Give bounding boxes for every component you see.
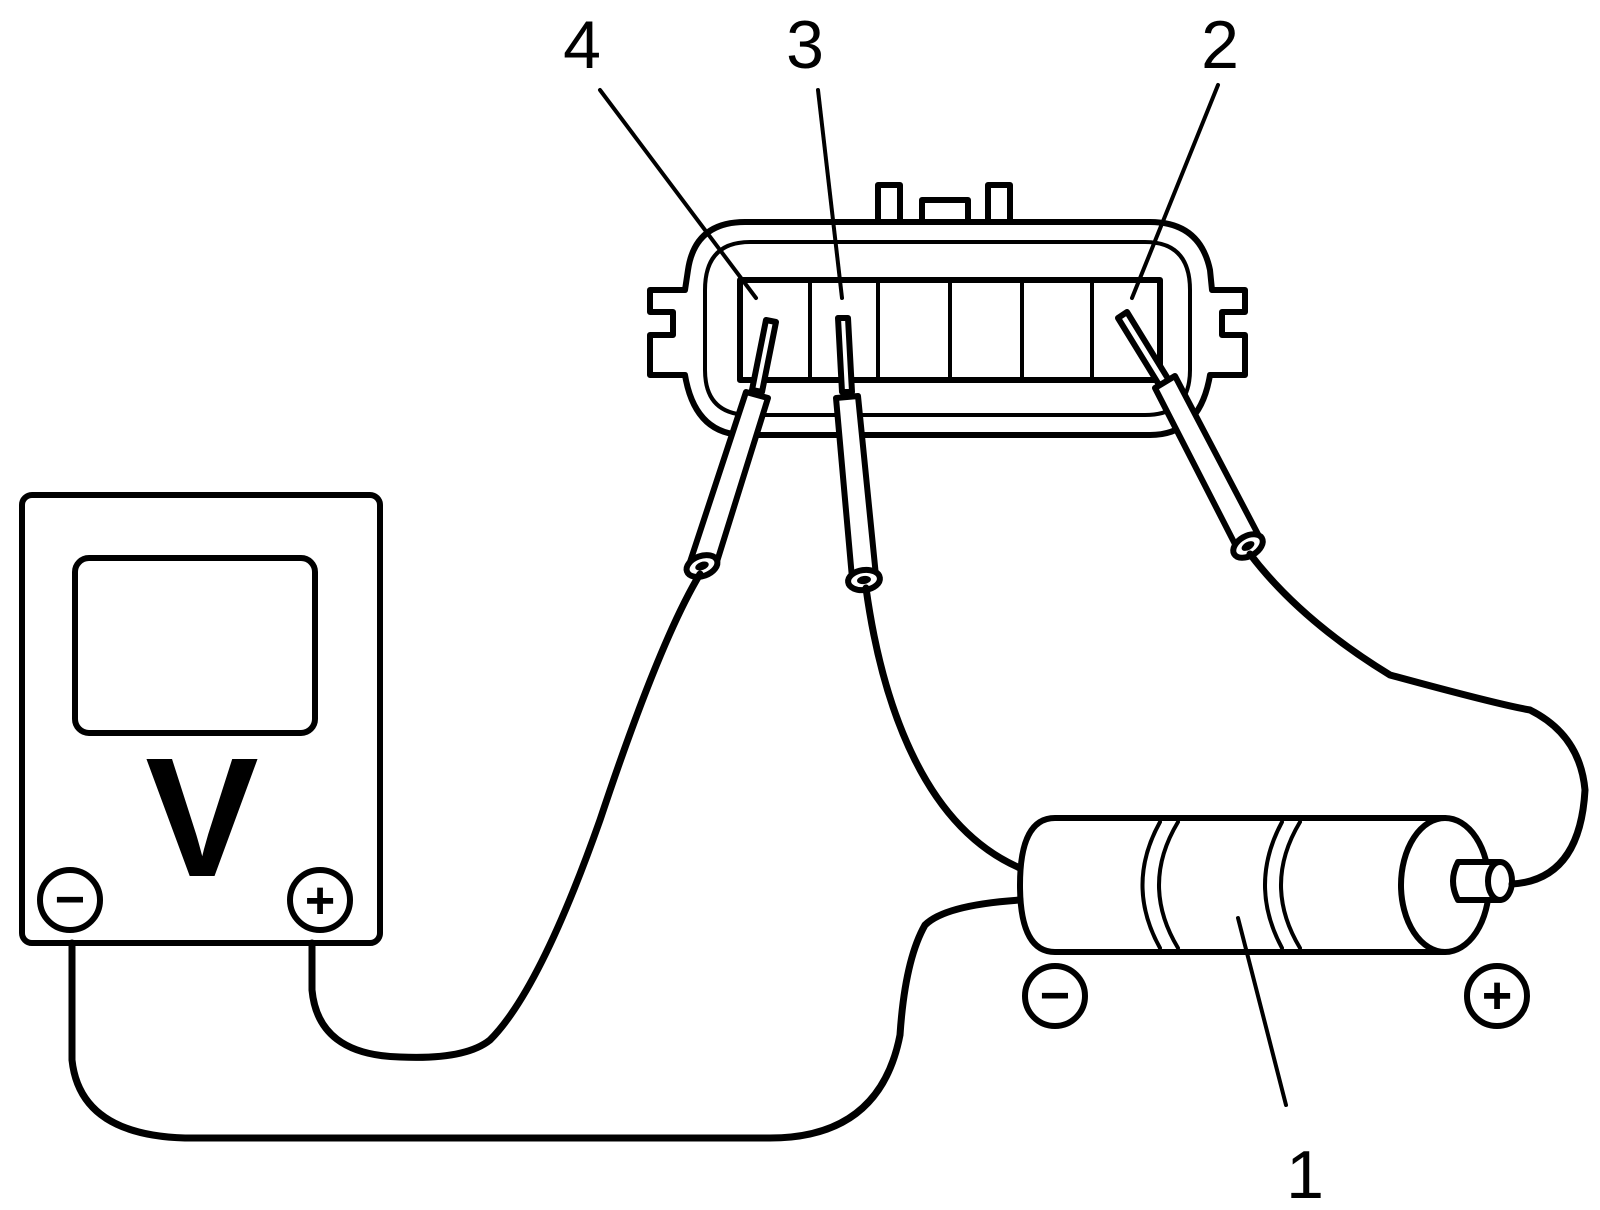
battery-negative-circle (1022, 963, 1088, 1029)
callout-4: 4 (563, 7, 601, 83)
battery-positive-symbol: + (1482, 967, 1512, 1025)
leader-3 (816, 88, 844, 300)
leader-1 (1236, 916, 1288, 1107)
probe-terminal-4 (683, 317, 779, 580)
voltmeter-positive-symbol: + (305, 872, 335, 930)
connector (647, 182, 1248, 438)
leader-2 (1130, 83, 1220, 300)
cavity-dividers (808, 280, 1094, 380)
callout-1: 1 (1286, 1137, 1324, 1210)
wires (68, 550, 1589, 1142)
leader-4 (598, 88, 758, 300)
probe-terminal-3 (833, 315, 883, 594)
wire-terminal-2-to-battery-positive (1246, 550, 1589, 888)
battery-body (1017, 815, 1448, 955)
connector-top-tab (875, 182, 1013, 228)
voltmeter-positive-terminal: + (287, 867, 353, 933)
voltmeter-display (72, 555, 318, 736)
battery-negative-symbol: − (1040, 967, 1070, 1025)
callout-3: 3 (786, 7, 824, 83)
voltmeter-body (19, 492, 383, 946)
probe-terminal-2 (1115, 309, 1266, 561)
voltmeter: V − + (19, 492, 383, 946)
voltmeter-label: V (145, 723, 258, 913)
voltmeter-negative-terminal: − (37, 867, 103, 933)
wire-meter-positive-to-terminal-4 (308, 570, 704, 1061)
battery-positive-circle (1464, 963, 1530, 1029)
connector-inner-rim (703, 240, 1192, 417)
battery: − + (1017, 815, 1530, 1029)
wire-meter-negative-to-battery-negative (68, 896, 1024, 1142)
callout-leaders (598, 83, 1288, 1107)
voltmeter-negative-symbol: − (55, 871, 85, 929)
wire-terminal-3-to-battery-negative (862, 584, 1024, 872)
callout-2: 2 (1201, 7, 1239, 83)
